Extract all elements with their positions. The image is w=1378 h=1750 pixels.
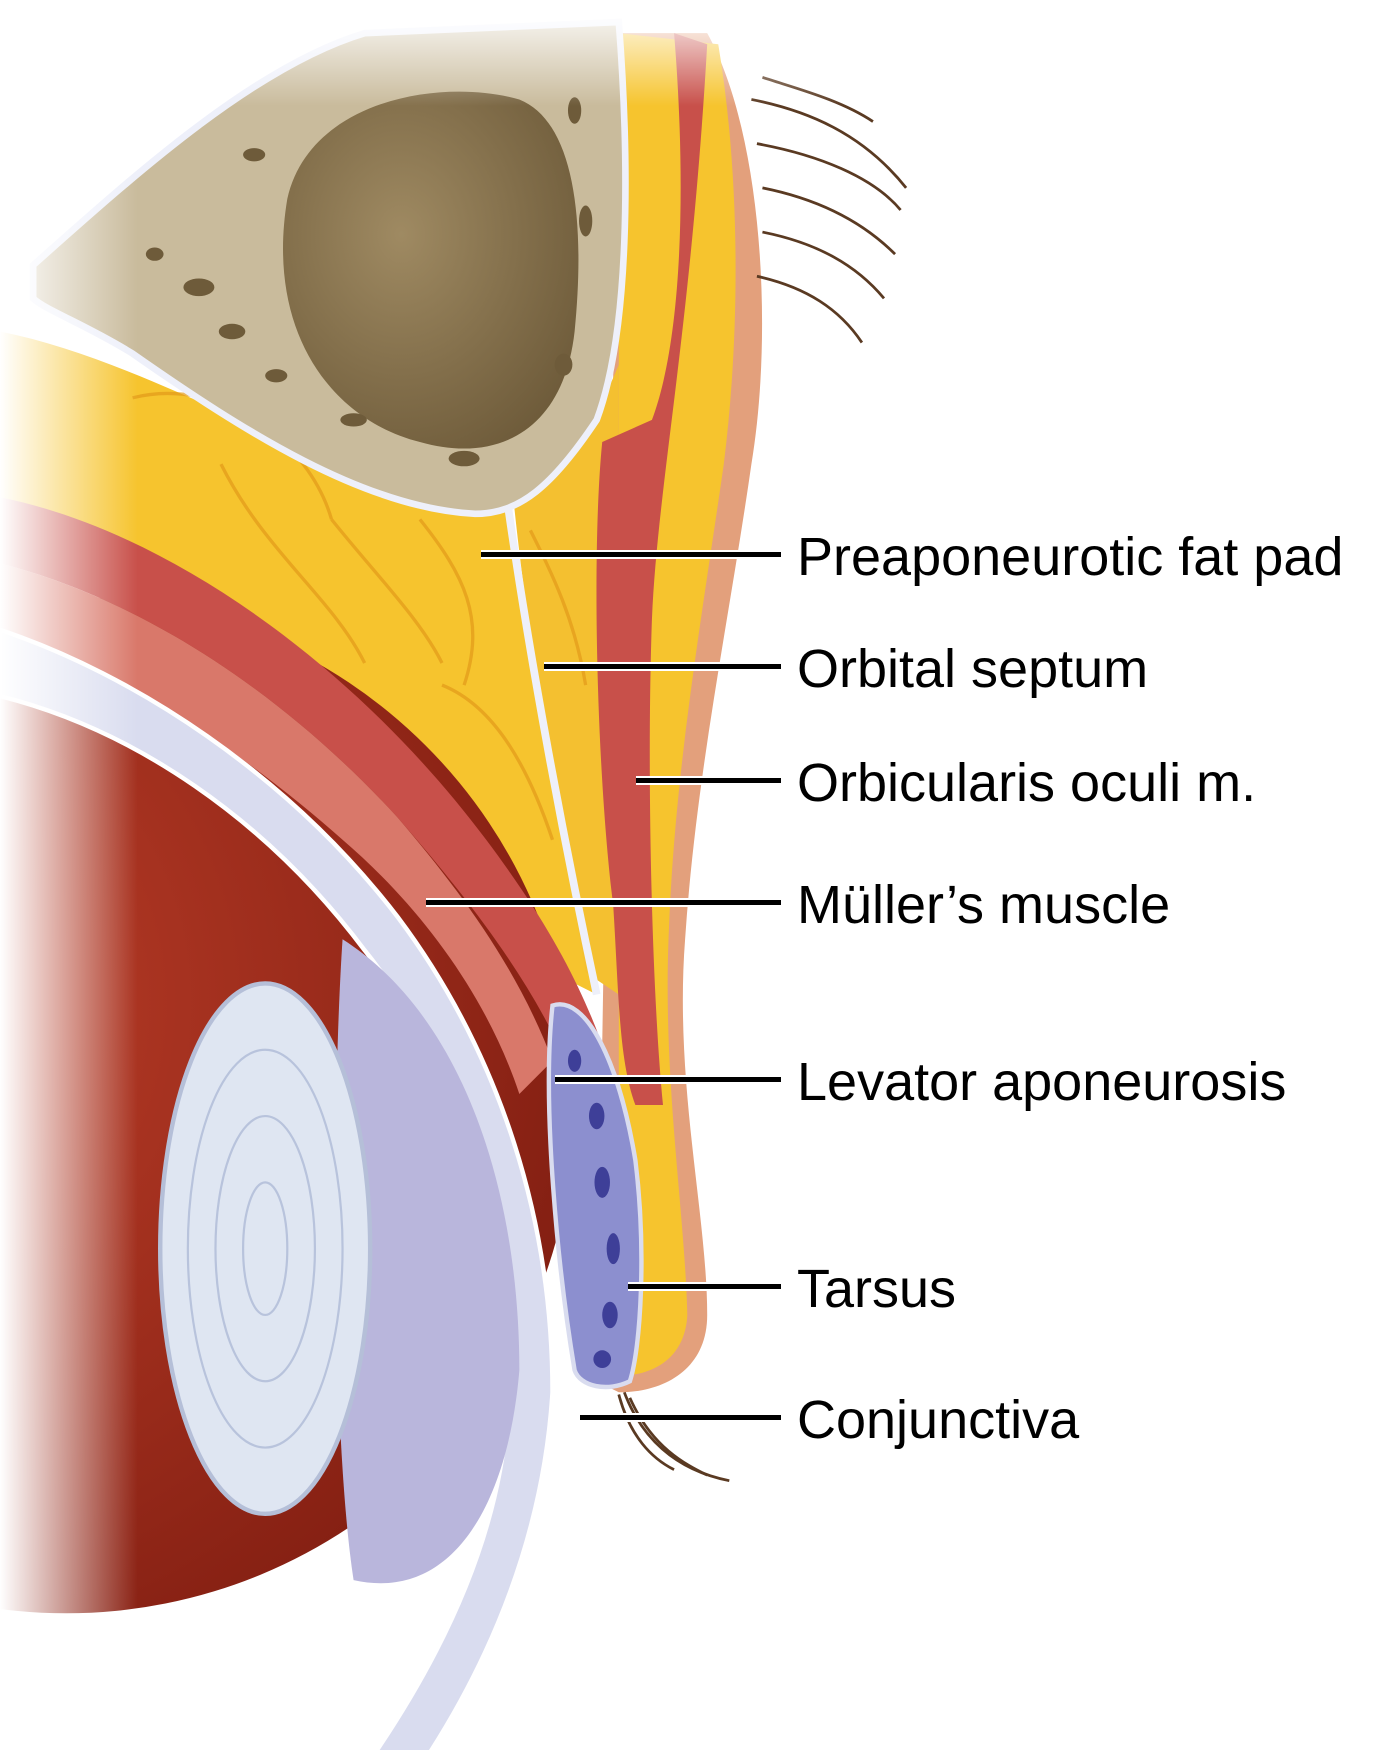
leader-line-preaponeurotic-fat-pad xyxy=(481,552,781,557)
leader-line-mullers-muscle xyxy=(426,900,781,905)
label-orbital-septum: Orbital septum xyxy=(797,639,1149,699)
label-tarsus: Tarsus xyxy=(797,1259,957,1319)
label-orbicularis-oculi: Orbicularis oculi m. xyxy=(797,753,1257,813)
leader-line-levator-aponeurosis xyxy=(555,1077,781,1082)
label-mullers-muscle: Müller’s muscle xyxy=(797,875,1171,935)
label-conjunctiva: Conjunctiva xyxy=(797,1390,1080,1450)
leader-line-tarsus xyxy=(628,1284,781,1289)
label-preaponeurotic-fat-pad: Preaponeurotic fat pad xyxy=(797,527,1344,587)
leader-line-conjunctiva xyxy=(580,1415,781,1420)
label-levator-aponeurosis: Levator aponeurosis xyxy=(797,1052,1287,1112)
leader-line-orbicularis-oculi xyxy=(636,778,781,783)
leader-line-orbital-septum xyxy=(544,664,781,669)
